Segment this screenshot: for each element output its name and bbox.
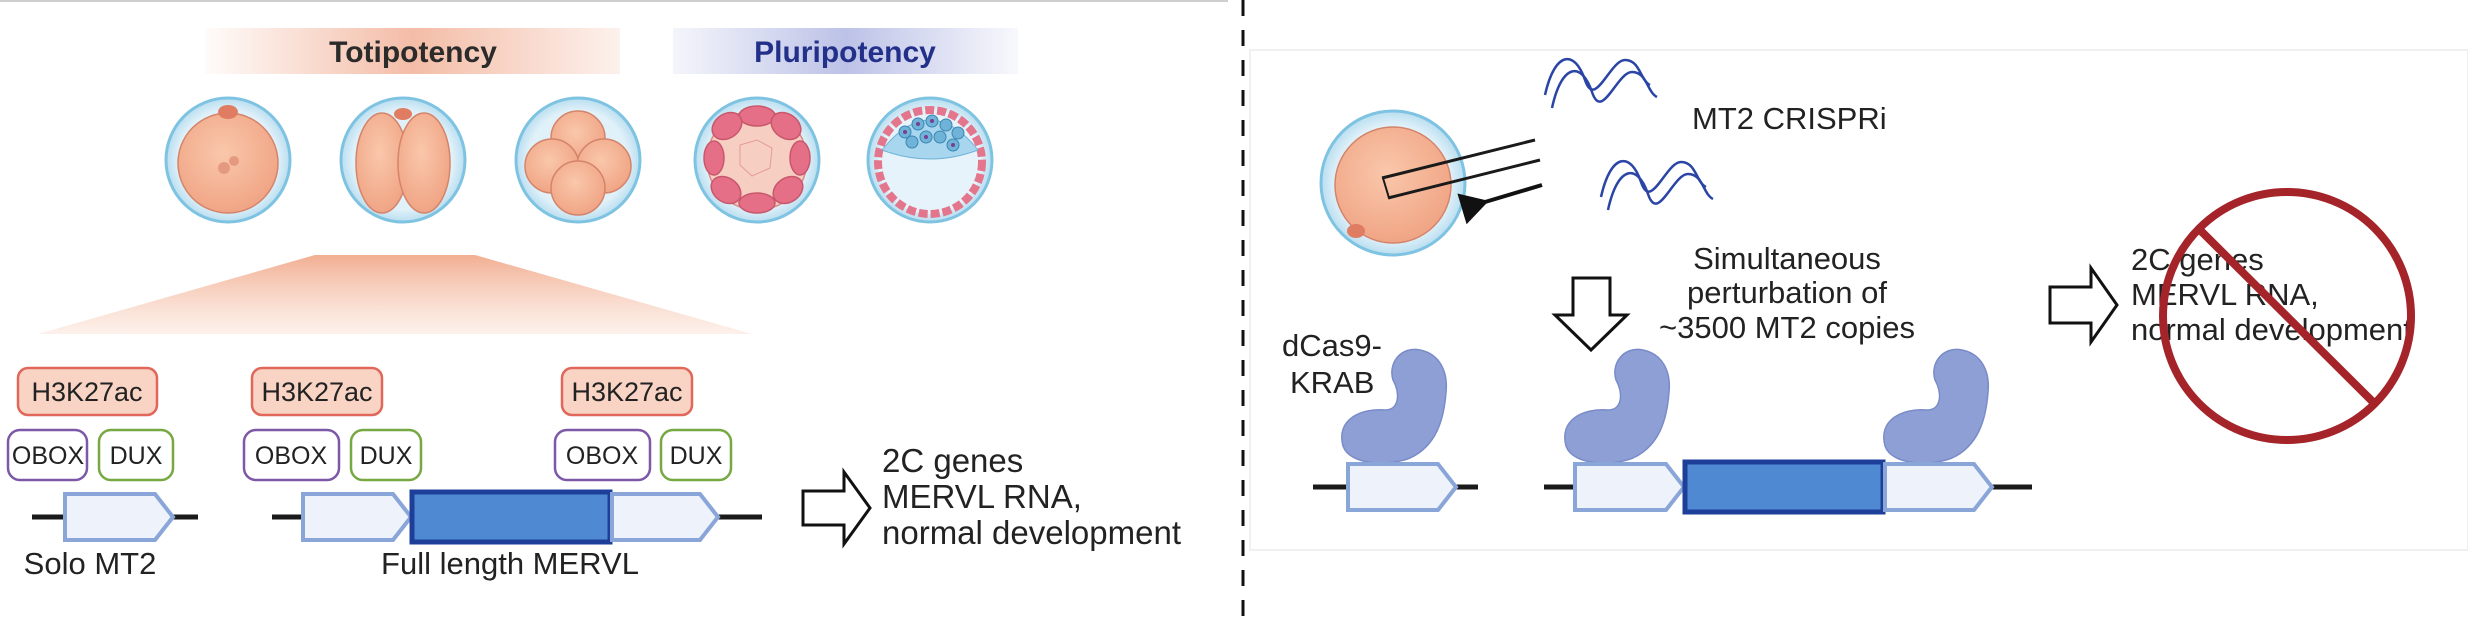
mervl-body	[409, 489, 613, 545]
embryo-icon	[693, 96, 821, 224]
obox-box	[6, 428, 89, 482]
hollow-arrow-icon	[2048, 263, 2119, 347]
full-length-mervl-label: Full length MERVL	[381, 546, 639, 581]
totipotency-label: Totipotency	[329, 36, 497, 69]
mt2-ltr	[63, 492, 176, 542]
mt2-ltr-right	[1883, 462, 1995, 512]
repressed-solo-mt2	[1313, 348, 1478, 512]
h3k27ac-box	[16, 366, 159, 417]
h3k27ac-label: H3K27ac	[31, 377, 142, 407]
dux-label: DUX	[670, 442, 723, 470]
dcas9-protein-icon	[1564, 348, 1671, 464]
repressed-full-length-mervl	[1544, 348, 2032, 515]
embryo-icon	[164, 96, 292, 224]
left-outcome-line-2: MERVL RNA,	[882, 478, 1082, 515]
guide-rna-icon	[1599, 160, 1714, 211]
right-outcome-line-3: normal development	[2131, 312, 2412, 347]
no-sign-icon	[2159, 188, 2415, 444]
embryo-icon	[514, 96, 642, 224]
mt2-crispri-label: MT2 CRISPRi	[1692, 101, 1887, 136]
obox-box	[553, 428, 652, 482]
zoom-fan	[38, 255, 752, 334]
mt2-ltr-left	[1573, 462, 1687, 512]
obox-label: OBOX	[255, 442, 328, 470]
left-panel: Totipotency Pluripotency	[6, 28, 1181, 581]
h3k27ac-box	[250, 366, 384, 417]
pluripotency-band	[673, 28, 1018, 74]
dcas9-protein-icon	[1883, 348, 1990, 464]
obox-label: OBOX	[12, 442, 85, 470]
dcas9-protein-icon	[1341, 348, 1448, 464]
obox-label: OBOX	[566, 442, 639, 470]
dcas9-krab-label-line-2: KRAB	[1290, 365, 1374, 400]
totipotency-band	[205, 28, 620, 74]
perturbation-line-1: Simultaneous	[1693, 241, 1881, 276]
mt2-ltr-right	[610, 492, 721, 542]
dux-label: DUX	[110, 442, 163, 470]
obox-box	[242, 428, 341, 482]
injection-needle	[1381, 138, 1541, 200]
dcas9-krab-label-line-1: dCas9-	[1282, 328, 1382, 363]
guide-rna-icon	[1543, 58, 1658, 109]
embryo-icon	[339, 96, 467, 224]
h3k27ac-label: H3K27ac	[261, 377, 372, 407]
right-panel: MT2 CRISPRi Simultaneous perturbation of…	[1249, 49, 2468, 551]
dux-box	[659, 428, 733, 482]
h3k27ac-box	[560, 366, 694, 417]
pluripotency-label: Pluripotency	[754, 36, 936, 69]
h3k27ac-label: H3K27ac	[571, 377, 682, 407]
dux-box	[97, 428, 175, 482]
full-length-mervl-group: H3K27ac OBOX DUX H3K27ac OBOX DUX Full l…	[242, 366, 762, 581]
mervl-body	[1682, 459, 1886, 515]
hollow-arrow-icon	[801, 467, 872, 549]
embryo-icon	[1319, 109, 1467, 257]
left-outcome-line-3: normal development	[882, 514, 1181, 551]
embryo-icon	[866, 96, 994, 224]
right-outcome-line-2: MERVL RNA,	[2131, 277, 2319, 312]
mt2-ltr	[1346, 462, 1459, 512]
dux-label: DUX	[360, 442, 413, 470]
perturbation-line-3: ~3500 MT2 copies	[1659, 310, 1915, 345]
mt2-ltr-left	[301, 492, 414, 542]
hollow-arrow-icon	[1551, 276, 1631, 353]
perturbation-line-2: perturbation of	[1687, 275, 1887, 310]
solo-mt2-group: H3K27ac OBOX DUX Solo MT2	[6, 366, 198, 581]
dux-box	[349, 428, 423, 482]
solo-mt2-label: Solo MT2	[24, 546, 157, 581]
injection-arrow	[1457, 183, 1543, 225]
left-outcome-line-1: 2C genes	[882, 442, 1023, 479]
